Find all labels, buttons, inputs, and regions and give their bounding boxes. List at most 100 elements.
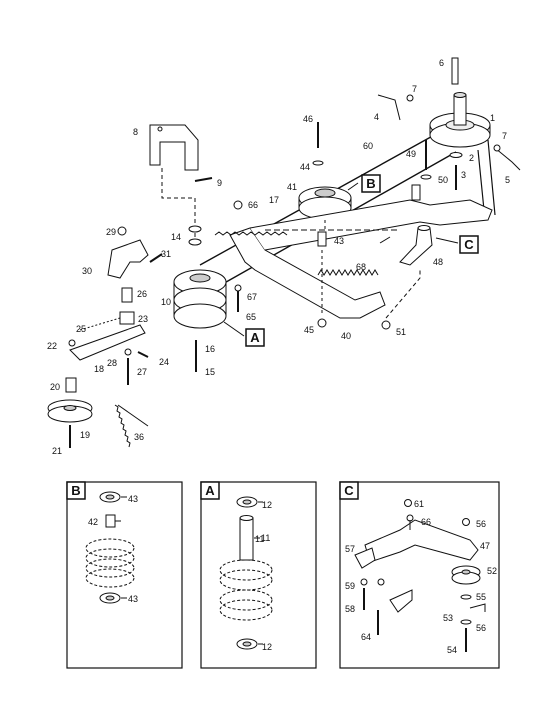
part-label: 6 <box>439 58 444 68</box>
idler-arm-40 <box>229 227 386 319</box>
part-label: 60 <box>363 141 373 151</box>
svg-text:A: A <box>250 330 260 345</box>
part-label: 68 <box>356 262 366 272</box>
detail-box-a: A <box>200 481 317 669</box>
part-label: 19 <box>80 430 90 440</box>
part-label: 12 <box>262 500 272 510</box>
part-label: 23 <box>138 314 148 324</box>
part-label: 56 <box>476 623 486 633</box>
svg-text:C: C <box>464 237 474 252</box>
part-label: 27 <box>137 367 147 377</box>
bushing-14b <box>188 238 202 246</box>
spring-66 <box>317 269 379 276</box>
part-label: 46 <box>303 114 313 124</box>
part-label: 61 <box>414 499 424 509</box>
part-label: 64 <box>361 632 371 642</box>
nut-29 <box>117 226 127 236</box>
link-4 <box>377 94 401 121</box>
part-label: 8 <box>133 127 138 137</box>
part-label: 30 <box>82 266 92 276</box>
svg-text:B: B <box>366 176 375 191</box>
part-label: 24 <box>159 357 169 367</box>
part-label: 12 <box>262 642 272 652</box>
part-label: 59 <box>345 581 355 591</box>
part-label: 58 <box>345 604 355 614</box>
part-label: 22 <box>47 341 57 351</box>
bracket-30 <box>107 239 149 279</box>
svg-text:C: C <box>344 483 354 498</box>
part-label: 55 <box>476 592 486 602</box>
drive-belt-right <box>477 139 496 216</box>
part-label: 31 <box>161 249 171 259</box>
bushing-14a <box>188 225 202 233</box>
part-label: 52 <box>487 566 497 576</box>
pivot-23 <box>119 311 135 325</box>
bracket-8 <box>149 124 199 171</box>
part-labels: 1 2 3 4 5 6 7 7 8 9 10 11 12 12 14 15 16… <box>47 58 510 655</box>
lever-49 <box>399 227 433 266</box>
callout-c: C <box>459 235 479 254</box>
part-label: 51 <box>396 327 406 337</box>
part-label: 28 <box>107 358 117 368</box>
svg-text:A: A <box>205 483 215 498</box>
detail-box-b: B <box>66 481 183 669</box>
part-label: 66 <box>248 200 258 210</box>
part-label: 7 <box>412 84 417 94</box>
shaft-6 <box>451 57 459 85</box>
spacer-20 <box>65 377 77 393</box>
callout-b: B <box>361 174 381 193</box>
spring-36 <box>114 404 131 448</box>
part-label: 57 <box>345 544 355 554</box>
part-label: 11 <box>255 534 264 544</box>
part-label: 43 <box>128 494 138 504</box>
part-label: 20 <box>50 382 60 392</box>
part-label: 56 <box>476 519 486 529</box>
part-label: 5 <box>505 175 510 185</box>
part-label: 7 <box>502 131 507 141</box>
main-pulley-right <box>429 92 491 148</box>
part-label: 45 <box>304 325 314 335</box>
part-label: 40 <box>341 331 351 341</box>
part-label: 42 <box>88 517 98 527</box>
bracket-18 <box>69 324 146 361</box>
part-label: 21 <box>52 446 62 456</box>
part-label: 17 <box>269 195 279 205</box>
part-label: 43 <box>334 236 344 246</box>
part-label: 67 <box>247 292 257 302</box>
part-label: 16 <box>205 344 215 354</box>
detail-box-c: C <box>339 481 500 669</box>
part-label: 66 <box>421 517 431 527</box>
part-label: 11 <box>261 533 270 543</box>
part-label: 29 <box>106 227 116 237</box>
part-label: 10 <box>161 297 171 307</box>
part-label: 1 <box>490 113 495 123</box>
callout-a: A <box>245 328 265 347</box>
main-assembly <box>47 57 521 448</box>
part-label: 36 <box>134 432 144 442</box>
part-label: 44 <box>300 162 310 172</box>
part-label: 18 <box>94 364 104 374</box>
part-label: 47 <box>480 541 490 551</box>
part-label: 65 <box>246 312 256 322</box>
part-label: 41 <box>287 182 297 192</box>
part-label: 26 <box>137 289 147 299</box>
part-label: 25 <box>76 324 86 334</box>
part-label: 15 <box>205 367 215 377</box>
part-label: 9 <box>217 178 222 188</box>
part-label: 43 <box>128 594 138 604</box>
pulley-10 <box>173 269 227 329</box>
part-label: 48 <box>433 257 443 267</box>
part-label: 53 <box>443 613 453 623</box>
part-label: 50 <box>438 175 448 185</box>
part-label: 3 <box>461 170 466 180</box>
idler-arm-40-upper <box>249 199 493 251</box>
spacer-44 <box>317 231 327 247</box>
part-label: 49 <box>406 149 416 159</box>
svg-text:B: B <box>71 483 80 498</box>
part-label: 14 <box>171 232 181 242</box>
part-label: 54 <box>447 645 457 655</box>
pulley-19 <box>47 399 93 423</box>
part-label: 2 <box>469 153 474 163</box>
